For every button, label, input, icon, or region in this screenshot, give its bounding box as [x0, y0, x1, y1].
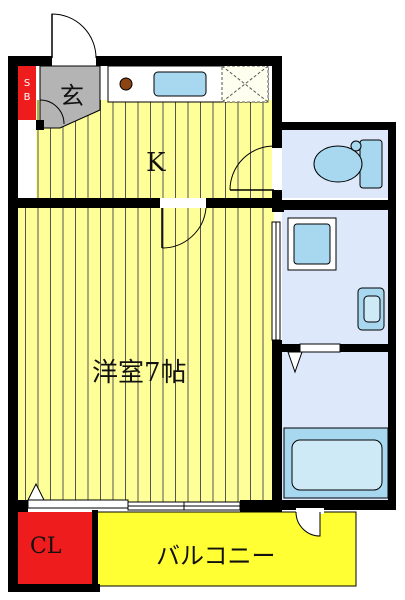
toilet-door-swing: [229, 145, 282, 191]
walls: [8, 56, 396, 592]
room-door-swing: [160, 198, 207, 249]
shoe-box: [18, 64, 36, 120]
western-room-label: 洋室7帖: [92, 358, 187, 388]
shoe-box-label-s: S: [23, 78, 31, 89]
closet: [18, 512, 94, 584]
toilet-tank: [359, 139, 383, 189]
western-room-floor: [16, 205, 274, 505]
balcony-door-swing: [295, 508, 324, 537]
stove-burner: [119, 77, 133, 91]
toilet-bowl-icon: [313, 145, 363, 183]
kitchen-label: K: [146, 148, 166, 178]
balcony-label: バルコニー: [156, 542, 276, 570]
shoe-box-label-b: B: [23, 92, 31, 103]
fridge-space: [221, 65, 269, 103]
sink: [153, 71, 207, 97]
closet-label: CL: [30, 534, 62, 559]
entrance-door-swing: [51, 13, 97, 59]
genkan-floor: [39, 65, 101, 129]
genkan-label: 玄: [60, 82, 84, 110]
